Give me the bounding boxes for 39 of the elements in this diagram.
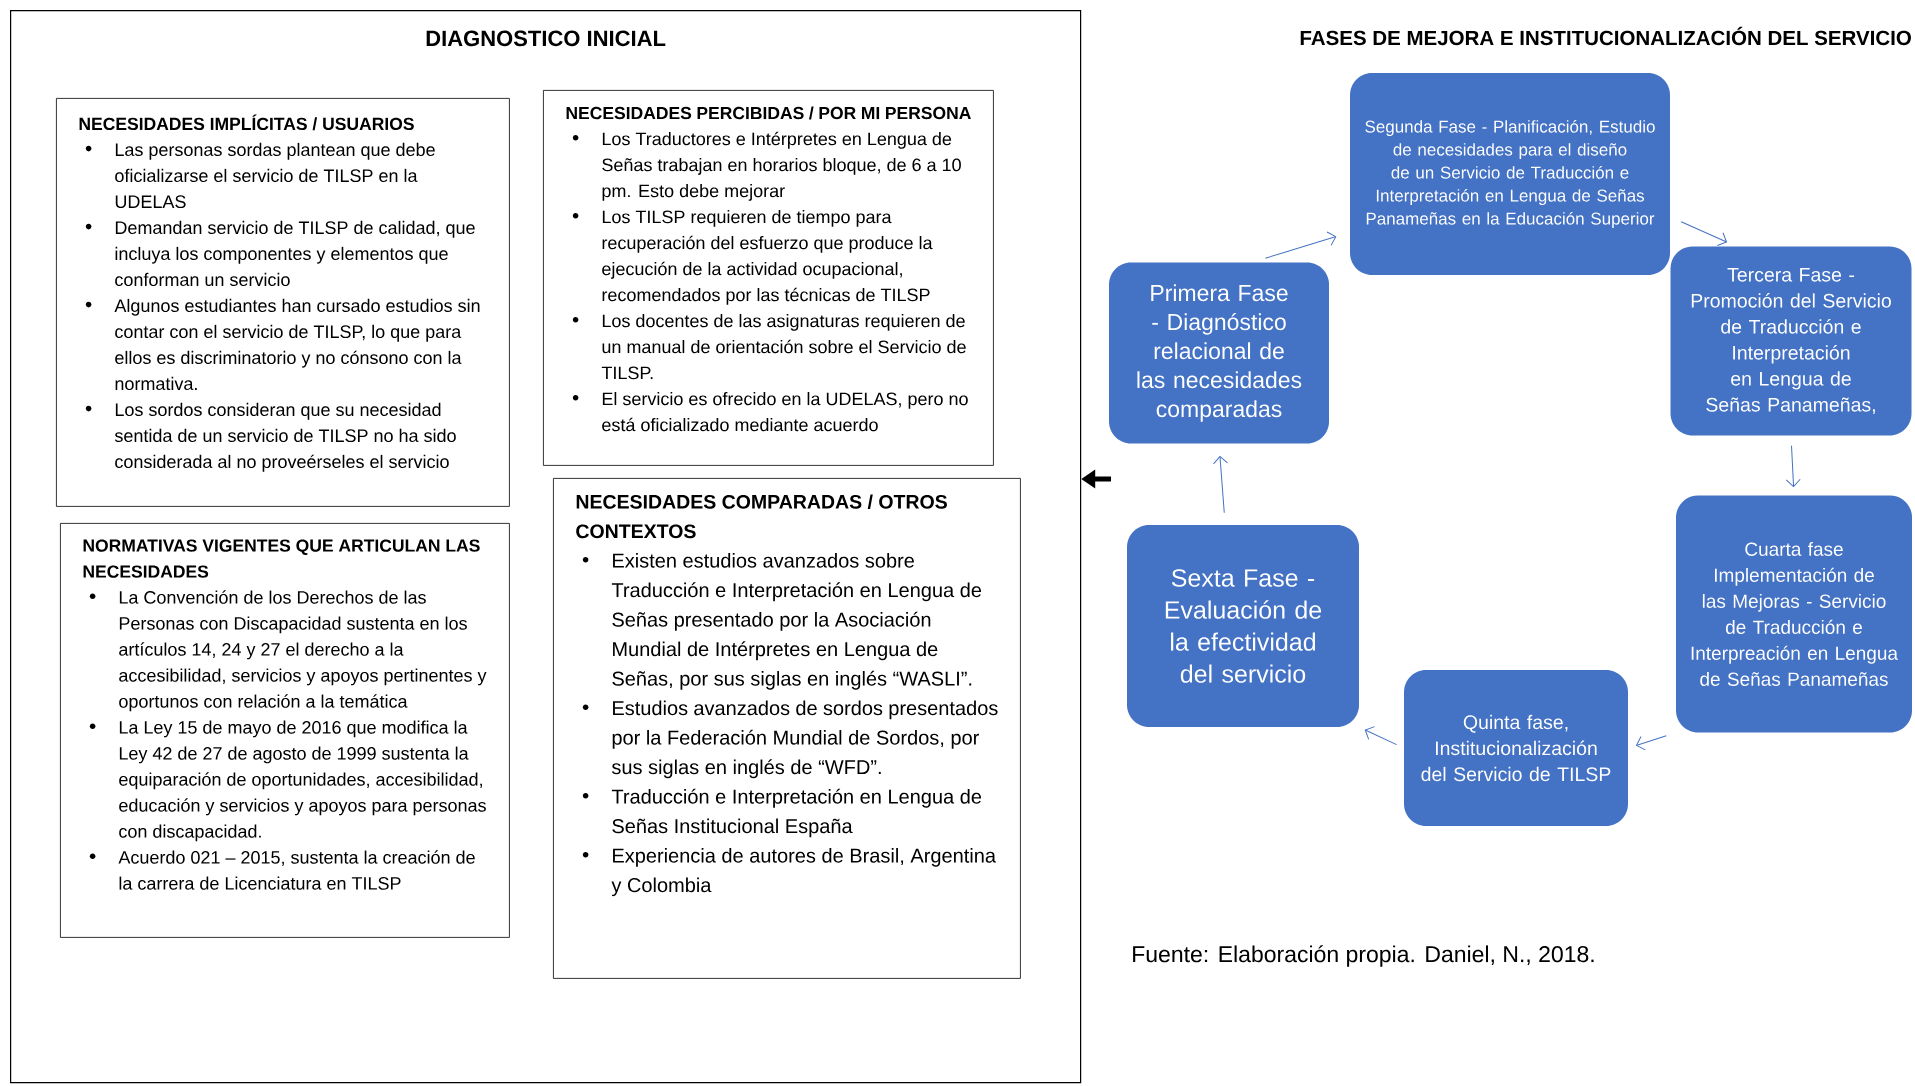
arrow <box>1636 735 1667 751</box>
frame-heading: DIAGNOSTICO INICIAL <box>426 30 666 47</box>
bullet-item: Estudios avanzados de sordos presentados por la Federación Mundial de Sordos, por sus siglas en inglés de “WFD”. <box>611 700 998 779</box>
phase-box: Tercera Fase - Promoción del Servicio de Traducción e Interpretación en Lengua de Señas Panameñas, <box>1670 246 1912 436</box>
phase-box: Segunda Fase - Planificación, Estudio de necesidades para el diseño de un Servicio de Traducción e Interpretación en Lengua de Señas Panameñas en la Educación Superior <box>1350 73 1670 275</box>
arrow <box>1680 221 1728 246</box>
frame-box <box>10 10 1082 1084</box>
bullet-item: El servicio es ofrecido en la UDELAS, pero no está oficializado mediante acuerdo <box>602 392 968 432</box>
bullet-item: Acuerdo 021 – 2015, sustenta la creación de la carrera de Licenciatura en TILSP <box>118 850 475 890</box>
box-heading: NECESIDADES COMPARADAS / OTROS CONTEXTOS <box>576 494 947 539</box>
arrow <box>1785 445 1801 488</box>
bullet-item: Los TILSP requieren de tiempo para recuperación del esfuerzo que produce la ejecución de la actividad ocupacional, recomendados por las técnicas de TILSP <box>602 210 933 305</box>
bullet-item: Los Traductores e Intérpretes en Lengua de Señas trabajan en horarios bloque, de 6 a 10 pm. Esto debe mejorar <box>602 131 961 201</box>
phase-box: Cuarta fase Implementación de las Mejoras - Servicio de Traducción e Interpreación en Lengua de Señas Panameñas <box>1676 495 1912 733</box>
bullet-item: Experiencia de autores de Brasil, Argentina y Colombia <box>611 848 996 897</box>
phase-box: Sexta Fase - Evaluación de la efectividad del servicio <box>1127 525 1359 727</box>
bullet-item: Los sordos consideran que su necesidad sentida de un servicio de TILSP no ha sido considerada al no proveérseles el servicio <box>114 402 456 472</box>
bullet-item: Algunos estudiantes han cursado estudios sin contar con el servicio de TILSP, lo que para ellos es discriminatorio y no cónsono con la normativa. <box>114 298 480 391</box>
bullet-item: La Convención de los Derechos de las Personas con Discapacidad sustenta en los artículos 14, 24 y 27 el derecho a la accesibilidad, servicios y apoyos pertinentes y oportunos con relación a la temática <box>119 590 487 712</box>
bullet-item: Los docentes de las asignaturas requieren de un manual de orientación sobre el Servicio de TILSP. <box>601 314 966 380</box>
arrow <box>1364 726 1398 746</box>
text-box <box>60 523 510 938</box>
bullet-item: Traducción e Interpretación en Lengua de Señas Institucional España <box>611 788 982 838</box>
box-heading: NORMATIVAS VIGENTES QUE ARTICULAN LAS NECESIDADES <box>83 539 480 578</box>
bullet-item: Las personas sordas plantean que debe oficializarse el servicio de TILSP en la UDELAS <box>115 142 435 209</box>
text-box <box>543 90 994 466</box>
bullet-item: Existen estudios avanzados sobre Traducción e Interpretación en Lengua de Señas presentado por la Asociación Mundial de Intérpretes en Lengua de Señas, por sus siglas en inglés “WASLI”. <box>611 553 982 690</box>
arrow <box>1213 455 1228 514</box>
source-note: Fuente: Elaboración propia. Daniel, N., 2018. <box>1133 945 1594 967</box>
box-heading: NECESIDADES IMPLÍCITAS / USUARIOS <box>79 114 414 131</box>
bullet-item: Demandan servicio de TILSP de calidad, que incluya los componentes y elementos que conforman un servicio <box>115 220 475 287</box>
title: FASES DE MEJORA E INSTITUCIONALIZACIÓN DEL SERVICIO <box>1300 26 1911 46</box>
phase-box: Quinta fase, Institucionalización del Servicio de TILSP <box>1404 670 1628 826</box>
bullet-item: La Ley 15 de mayo de 2016 que modifica la Ley 42 de 27 de agosto de 1999 sustenta la equiparación de oportunidades, accesibilidad, educación y servicios y apoyos para personas con discapacidad. <box>119 720 486 842</box>
phase-box: Primera Fase - Diagnóstico relacional de las necesidades comparadas <box>1109 262 1329 444</box>
text-box <box>56 98 510 507</box>
box-heading: NECESIDADES PERCIBIDAS / POR MI PERSONA <box>566 106 971 120</box>
text-box <box>553 478 1021 979</box>
arrow <box>1264 231 1337 259</box>
